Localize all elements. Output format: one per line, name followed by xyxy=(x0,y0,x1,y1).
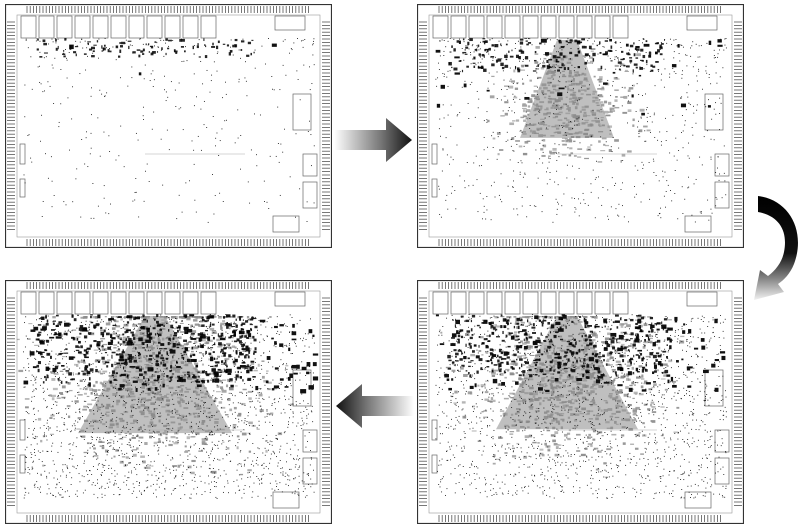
memory-blocks xyxy=(431,15,730,233)
chip-layout-svg xyxy=(417,4,744,248)
chip-layout-panel-stage-1 xyxy=(5,4,332,248)
io-pins xyxy=(419,6,742,246)
chip-layout-svg xyxy=(5,4,332,248)
io-pins xyxy=(419,282,742,522)
memory-blocks xyxy=(19,15,318,233)
memory-blocks xyxy=(431,291,730,509)
placed-cells xyxy=(23,314,319,499)
placed-cells xyxy=(435,38,727,223)
chip-layout-panel-stage-4 xyxy=(5,280,332,524)
left-arrow-icon xyxy=(336,384,414,428)
dense-strip xyxy=(447,314,669,378)
cell-cloud xyxy=(487,40,651,163)
right-arrow-icon xyxy=(334,118,412,162)
chip-layout-panel-stage-2 xyxy=(417,4,744,248)
dense-strip xyxy=(36,38,255,59)
chip-layout-svg xyxy=(417,280,744,524)
dense-strip xyxy=(448,38,664,73)
placed-cells xyxy=(23,38,315,223)
chip-layout-svg xyxy=(5,280,332,524)
io-pins xyxy=(7,6,330,246)
curved-down-arrow-icon xyxy=(754,196,798,300)
memory-blocks xyxy=(19,291,318,509)
chip-layout-panel-stage-3 xyxy=(417,280,744,524)
dense-strip xyxy=(35,314,258,384)
io-pins xyxy=(7,282,330,522)
